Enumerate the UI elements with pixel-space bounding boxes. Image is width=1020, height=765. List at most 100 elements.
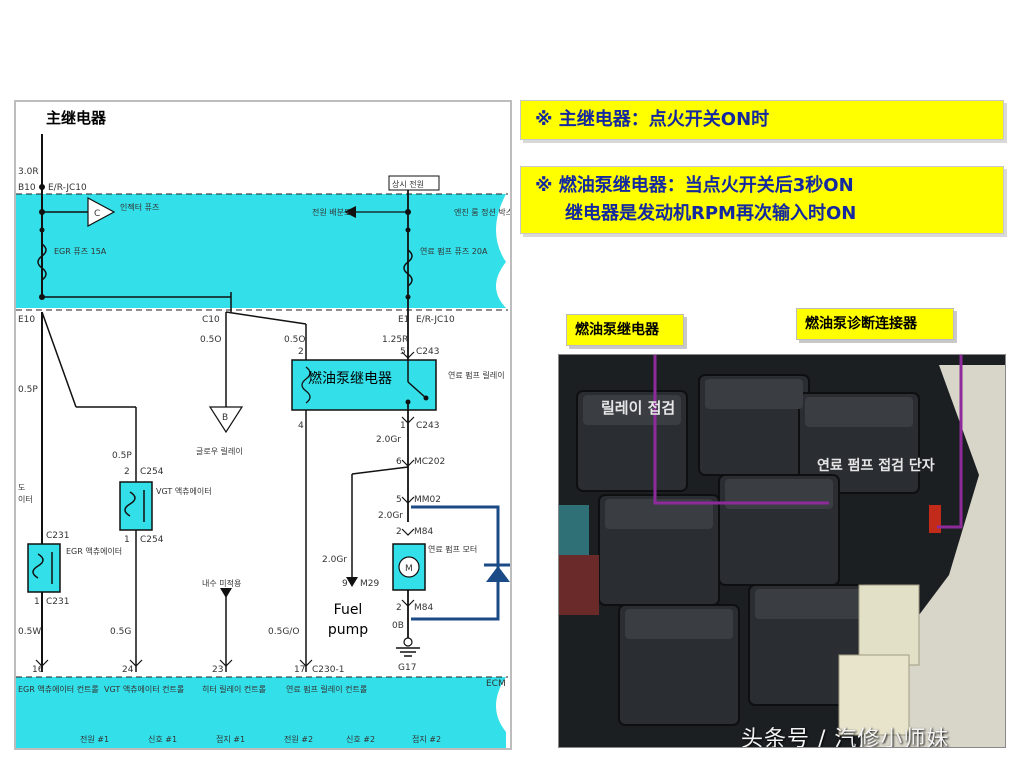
tag-fuel-pump-connector: 燃油泵诊断连接器 [796, 308, 954, 340]
watermark: 头条号 / 汽修小师妹 [741, 727, 950, 748]
main-relay-label: 主继电器 [16, 102, 144, 134]
label-pin17: 17 [294, 665, 305, 675]
label-c243-top: C243 [416, 347, 439, 357]
label-power-dist: 전원 배분도 [312, 207, 351, 217]
label-20gr-b: 2.0Gr [378, 511, 403, 521]
label-pin24: 24 [122, 665, 134, 675]
label-pin5b: 5 [396, 495, 402, 505]
fuel-pump-label-line1: Fuel [333, 602, 363, 618]
label-05o-a: 0.5O [200, 335, 221, 345]
label-pin2-c: 2 [396, 603, 402, 613]
label-20gr-a: 2.0Gr [376, 435, 401, 445]
label-bottom-row-5: 접지 #2 [412, 734, 441, 744]
label-e10: E10 [18, 315, 35, 325]
relay-box-photo: 릴레이 접검 연료 펌프 접검 단자 头条号 / 汽修小师妹 [558, 354, 1006, 748]
label-e1: E1 [398, 315, 409, 325]
label-mc202: MC202 [414, 457, 445, 467]
label-c231-top: C231 [46, 531, 69, 541]
label-pin23: 23 [212, 665, 223, 675]
callout-fuel-relay-line2: 继电器是发动机RPM再次输入时ON [565, 203, 857, 224]
label-fp-fuse: 연료 펌프 퓨즈 20A [420, 246, 488, 256]
label-bottom-heater: 히터 릴레이 컨트롤 [202, 684, 266, 694]
junction-box [16, 194, 506, 308]
label-bottom-row-4: 신호 #2 [346, 735, 375, 744]
photo-label-fuel-ko: 연료 펌프 접검 단자 [817, 458, 935, 474]
diode-wire [411, 505, 500, 621]
label-pin6: 6 [396, 457, 402, 467]
label-0b: 0B [392, 621, 404, 631]
label-pin2-b: 2 [396, 527, 402, 537]
callout-main-relay: ※ 主继电器：点火开关ON时 [520, 100, 1004, 140]
label-20gr-c: 2.0Gr [322, 555, 347, 565]
label-30r: 3.0R [18, 167, 39, 177]
wiring-diagram: C B [14, 100, 512, 750]
label-c231-bot: C231 [46, 597, 69, 607]
label-vgt: VGT 액츄에이터 [156, 486, 212, 496]
svg-text:M: M [405, 564, 413, 574]
photo-svg [559, 355, 1005, 747]
diode-icon [486, 566, 510, 582]
label-m84-bot: M84 [414, 603, 433, 613]
label-fp-relay: 연료 펌프 릴레이 [448, 370, 505, 380]
photo-label-relay-ko: 릴레이 접검 [601, 399, 676, 417]
label-internal: 내수 미적용 [202, 578, 241, 588]
label-05go: 0.5G/O [268, 627, 299, 637]
label-bottom-row-2: 접지 #1 [216, 734, 245, 744]
label-05p-b: 0.5P [112, 451, 132, 461]
label-c254-bot: C254 [140, 535, 164, 545]
label-g17: G17 [398, 663, 416, 673]
pointer-relay [653, 355, 829, 505]
wiring-svg: C B [16, 102, 512, 748]
label-c254-top: C254 [140, 467, 164, 477]
label-bottom-row-1: 신호 #1 [148, 735, 177, 744]
label-mm02: MM02 [414, 495, 441, 505]
label-bottom-vgt: VGT 액츄에이터 컨트롤 [104, 684, 184, 694]
label-partial-do: 도 [18, 483, 25, 492]
label-125r: 1.25R [382, 335, 408, 345]
label-erjc10-top: E/R-JC10 [48, 183, 87, 193]
label-pin16: 16 [32, 665, 44, 675]
label-b10: B10 [18, 183, 36, 193]
label-glow: 글로우 릴레이 [196, 446, 243, 456]
label-m29: M29 [360, 579, 379, 589]
label-c2301: C230-1 [312, 665, 344, 675]
label-egr-act: EGR 액츄에이터 [66, 546, 122, 556]
label-b-marker: B [222, 413, 228, 423]
ecm-block [16, 677, 506, 748]
label-fp-motor: 연료 펌프 모터 [428, 544, 477, 554]
label-pin1-d: 1 [124, 535, 130, 545]
tag-fuel-pump-relay: 燃油泵继电器 [566, 314, 684, 346]
label-05g: 0.5G [110, 627, 131, 637]
fuel-pump-label-line2: pump [327, 622, 369, 638]
label-pin2-d: 2 [124, 467, 130, 477]
label-bottom-row-3: 전원 #2 [284, 734, 313, 744]
label-always-on: 상시 전원 [392, 179, 424, 189]
label-inj-fuse: 인젝터 퓨즈 [120, 202, 159, 212]
label-bottom-egr: EGR 액츄에이터 컨트롤 [18, 684, 99, 694]
label-erjc10-mid: E/R-JC10 [416, 315, 455, 325]
fuel-pump-label: Fuel pump [318, 600, 378, 640]
label-bottom-fuel: 연료 펌프 릴레이 컨트롤 [286, 684, 367, 694]
callout-fuel-relay-line1: ※ 燃油泵继电器：当点火开关后3秒ON [535, 175, 854, 196]
label-pin1-a: 1 [400, 421, 406, 431]
pointer-connector [937, 355, 963, 529]
label-eng-room: 엔진 룸 정션 박스 [454, 207, 512, 217]
label-c10: C10 [202, 315, 220, 325]
label-m84-top: M84 [414, 527, 433, 537]
label-05o-b: 0.5O [284, 335, 305, 345]
label-egr-fuse: EGR 퓨즈 15A [54, 247, 107, 256]
label-pin1-c: 1 [34, 597, 40, 607]
label-pin2-a: 2 [298, 347, 304, 357]
label-pin5: 5 [400, 347, 406, 357]
label-ecm: ECM [486, 679, 506, 689]
label-partial-eo: 이터 [18, 494, 33, 504]
label-bottom-row-0: 전원 #1 [80, 734, 109, 744]
label-05p-a: 0.5P [18, 385, 38, 395]
label-c243-bot: C243 [416, 421, 439, 431]
label-05w: 0.5W [18, 627, 41, 637]
label-pin4: 4 [298, 421, 304, 431]
callout-fuel-relay: ※ 燃油泵继电器：当点火开关后3秒ON 继电器是发动机RPM再次输入时ON [520, 166, 1004, 234]
fuel-pump-relay-label: 燃油泵继电器 [308, 371, 392, 387]
label-c-marker: C [94, 209, 100, 219]
label-pin9: 9 [342, 579, 348, 589]
